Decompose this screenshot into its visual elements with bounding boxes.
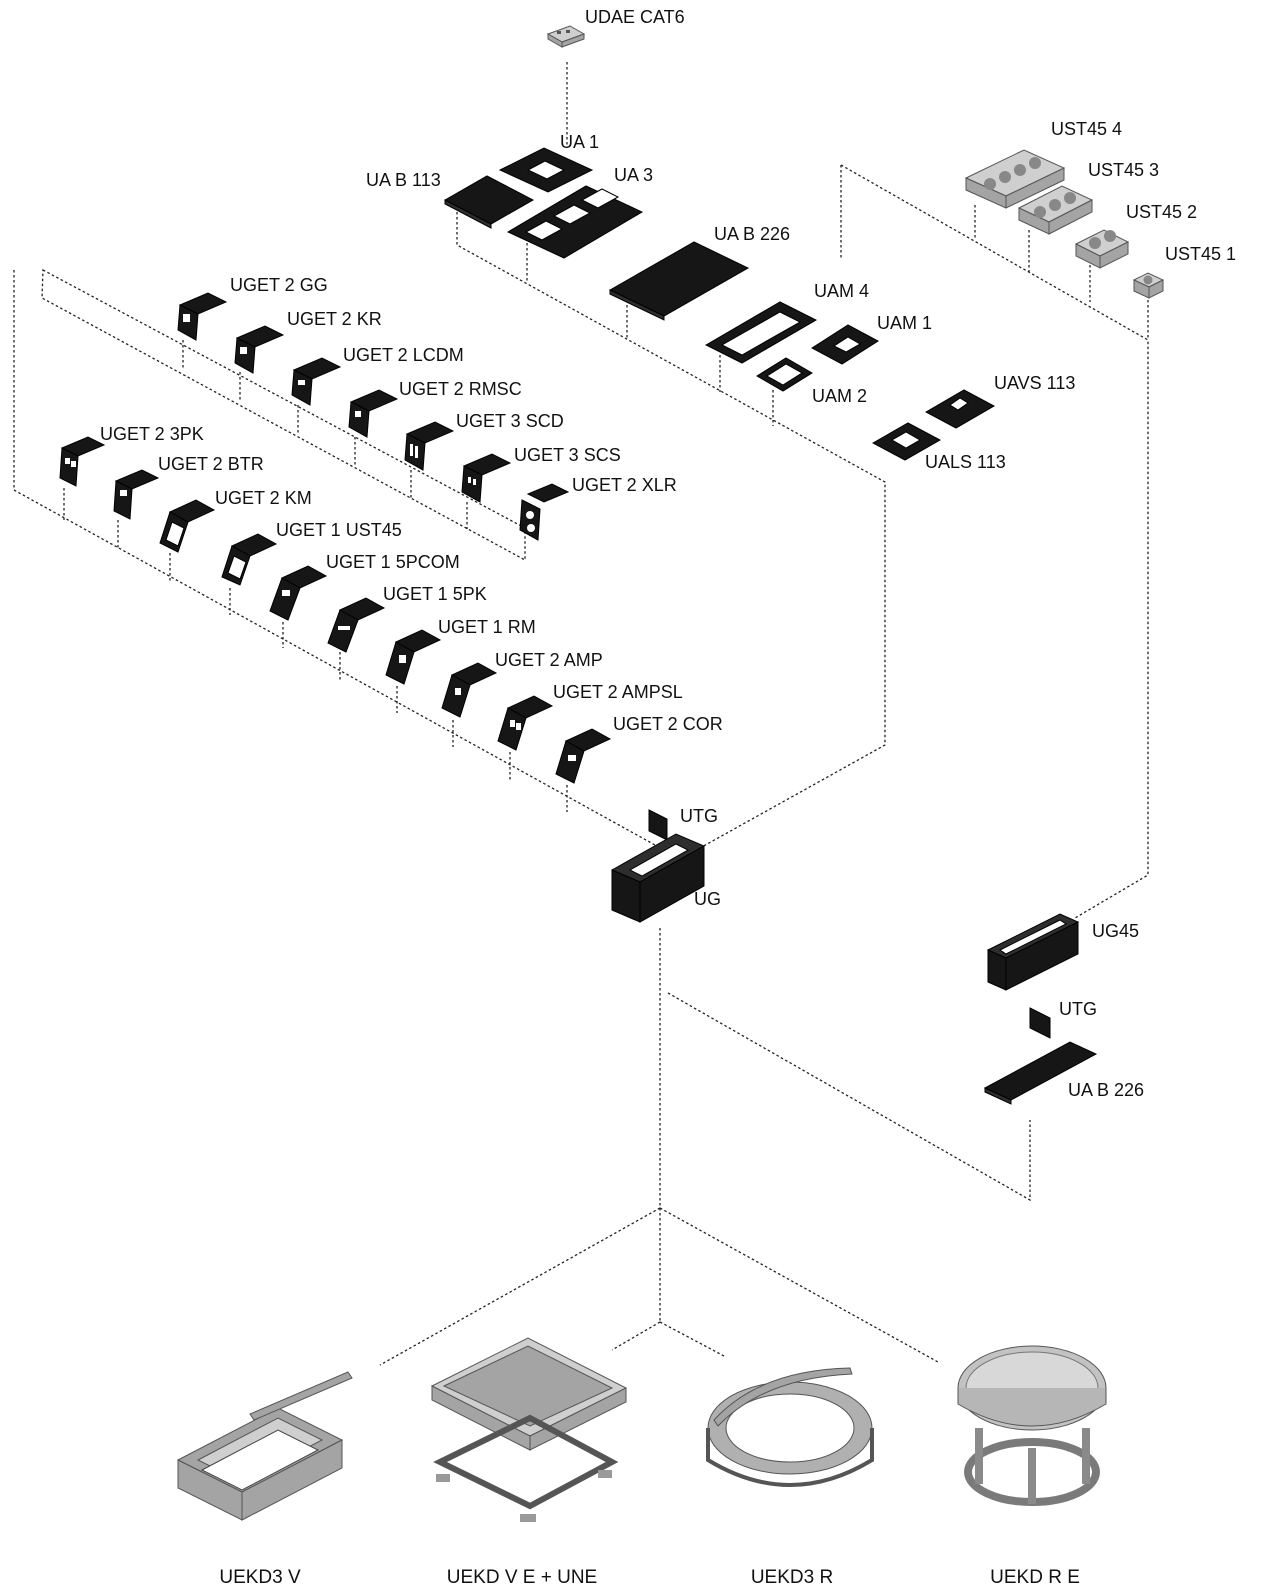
ust45-1-part — [1134, 273, 1163, 298]
label-ua-3: UA 3 — [614, 166, 653, 184]
label-uam-2: UAM 2 — [812, 387, 867, 405]
label-uget-1-rm: UGET 1 RM — [438, 618, 536, 636]
label-uget-2-lcdm: UGET 2 LCDM — [343, 346, 464, 364]
label-uals-113: UALS 113 — [925, 453, 1006, 471]
label-uget-3-scs: UGET 3 SCS — [514, 446, 621, 464]
label-uekd3-r: UEKD3 R — [751, 1568, 833, 1587]
label-uekd-v-e-une: UEKD V E + UNE — [447, 1568, 597, 1587]
label-ug45: UG45 — [1092, 922, 1139, 940]
label-uavs-113: UAVS 113 — [994, 374, 1075, 392]
ua-b-226-top-part — [610, 242, 748, 320]
label-utg-right: UTG — [1059, 1000, 1097, 1018]
label-ust45-3: UST45 3 — [1088, 161, 1159, 179]
label-uget-2-3pk: UGET 2 3PK — [100, 425, 204, 443]
uekd-r-e-part — [958, 1346, 1106, 1504]
label-uget-1-5pk: UGET 1 5PK — [383, 585, 487, 603]
label-ua-b-113: UA B 113 — [366, 171, 441, 189]
label-uget-2-ampsl: UGET 2 AMPSL — [553, 683, 683, 701]
ua-1-part — [500, 148, 592, 192]
label-ust45-1: UST45 1 — [1165, 245, 1236, 263]
uam-1-part — [812, 325, 878, 364]
connection-lines — [14, 62, 1148, 1365]
label-uam-1: UAM 1 — [877, 314, 932, 332]
label-uget-2-kr: UGET 2 KR — [287, 310, 382, 328]
label-uget-2-amp: UGET 2 AMP — [495, 651, 603, 669]
label-udae-cat6: UDAE CAT6 — [585, 8, 685, 26]
label-ug: UG — [694, 890, 721, 908]
ua-3-part — [508, 186, 642, 258]
label-uget-1-5pcom: UGET 1 5PCOM — [326, 553, 460, 571]
label-uget-2-btr: UGET 2 BTR — [158, 455, 264, 473]
udae-cat6-part — [548, 26, 584, 47]
uam-2-part — [757, 358, 812, 391]
label-uam-4: UAM 4 — [814, 282, 869, 300]
label-ua-b-226-bottom: UA B 226 — [1068, 1081, 1144, 1099]
ust45-2-part — [1076, 230, 1128, 268]
utg-right-part — [1030, 1008, 1050, 1038]
ua-b-113-part — [445, 176, 533, 228]
label-utg-center: UTG — [680, 807, 718, 825]
label-uget-1-ust45: UGET 1 UST45 — [276, 521, 402, 539]
label-uekd3-v: UEKD3 V — [219, 1568, 300, 1587]
label-uget-2-cor: UGET 2 COR — [613, 715, 723, 733]
label-uget-2-rmsc: UGET 2 RMSC — [399, 380, 522, 398]
uekd-v-e-une-part — [432, 1338, 626, 1522]
label-ua-1: UA 1 — [560, 133, 599, 151]
ug-part — [612, 834, 704, 922]
utg-center-part — [649, 810, 667, 840]
uget-modules-bottom-row — [60, 437, 610, 783]
label-ust45-4: UST45 4 — [1051, 120, 1122, 138]
label-uget-2-xlr: UGET 2 XLR — [572, 476, 677, 494]
uekd3-r-part — [708, 1368, 872, 1485]
uekd3-v-part — [178, 1372, 352, 1520]
uam-4-part — [706, 302, 816, 363]
ug45-part — [988, 914, 1078, 990]
uavs-113-part — [926, 390, 994, 428]
label-ust45-2: UST45 2 — [1126, 203, 1197, 221]
label-uekd-r-e: UEKD R E — [990, 1568, 1080, 1587]
label-uget-3-scd: UGET 3 SCD — [456, 412, 564, 430]
label-uget-2-km: UGET 2 KM — [215, 489, 312, 507]
label-uget-2-gg: UGET 2 GG — [230, 276, 328, 294]
label-ua-b-226-top: UA B 226 — [714, 225, 790, 243]
